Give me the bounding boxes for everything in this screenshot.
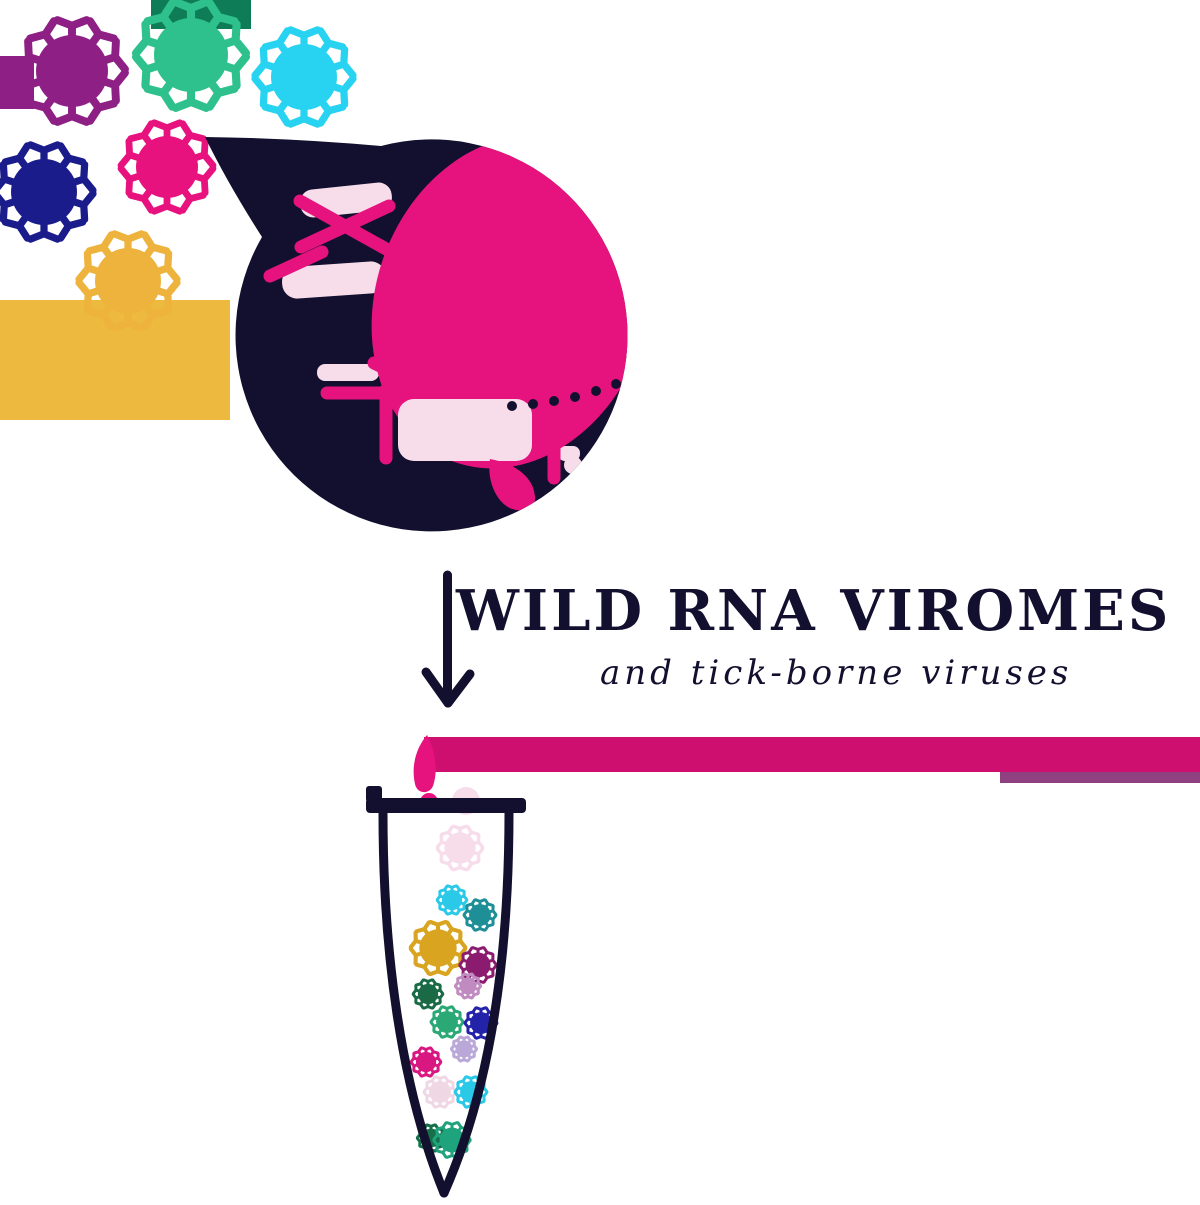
yellow-block: [0, 300, 230, 420]
confetti-virus-4: [458, 946, 498, 984]
tick-body: [371, 137, 628, 469]
confetti-virus-11: [422, 1075, 458, 1109]
down-arrow: [421, 570, 475, 708]
title-line-1: WILD RNA VIROMES: [456, 578, 1172, 644]
title-line-2: and tick-borne viruses: [600, 653, 1073, 693]
color-blocks: [0, 0, 1200, 783]
confetti-virus-0: [435, 824, 485, 872]
virus-pink: [117, 119, 217, 215]
confetti-virus-9: [450, 1035, 478, 1063]
tick-claw: [489, 459, 536, 511]
tick-head: [398, 399, 532, 461]
tube: [366, 786, 526, 1198]
tick-illustration: [263, 137, 628, 511]
virus-green: [131, 0, 251, 112]
pink-stripe-edge: [1000, 772, 1200, 783]
virus-purple: [15, 16, 129, 126]
confetti-virus-7: [429, 1005, 465, 1039]
virus-yellow: [75, 230, 181, 332]
virus-cyan: [251, 26, 357, 128]
confetti-virus-1: [435, 884, 469, 916]
tube-rim: [366, 798, 526, 813]
confetti-virus-3: [408, 919, 468, 977]
confetti-virus-2: [462, 898, 498, 932]
tube-confetti: [408, 824, 499, 1159]
tube-walls: [378, 808, 514, 1198]
confetti-virus-6: [411, 978, 445, 1010]
confetti-virus-5: [454, 972, 482, 1000]
pink-drip: [413, 735, 436, 793]
pink-stripe: [424, 737, 1200, 772]
confetti-virus-10: [409, 1046, 443, 1078]
tick-festoons: [507, 379, 621, 411]
virus-blue: [0, 141, 97, 243]
virus-cluster: [0, 0, 357, 332]
